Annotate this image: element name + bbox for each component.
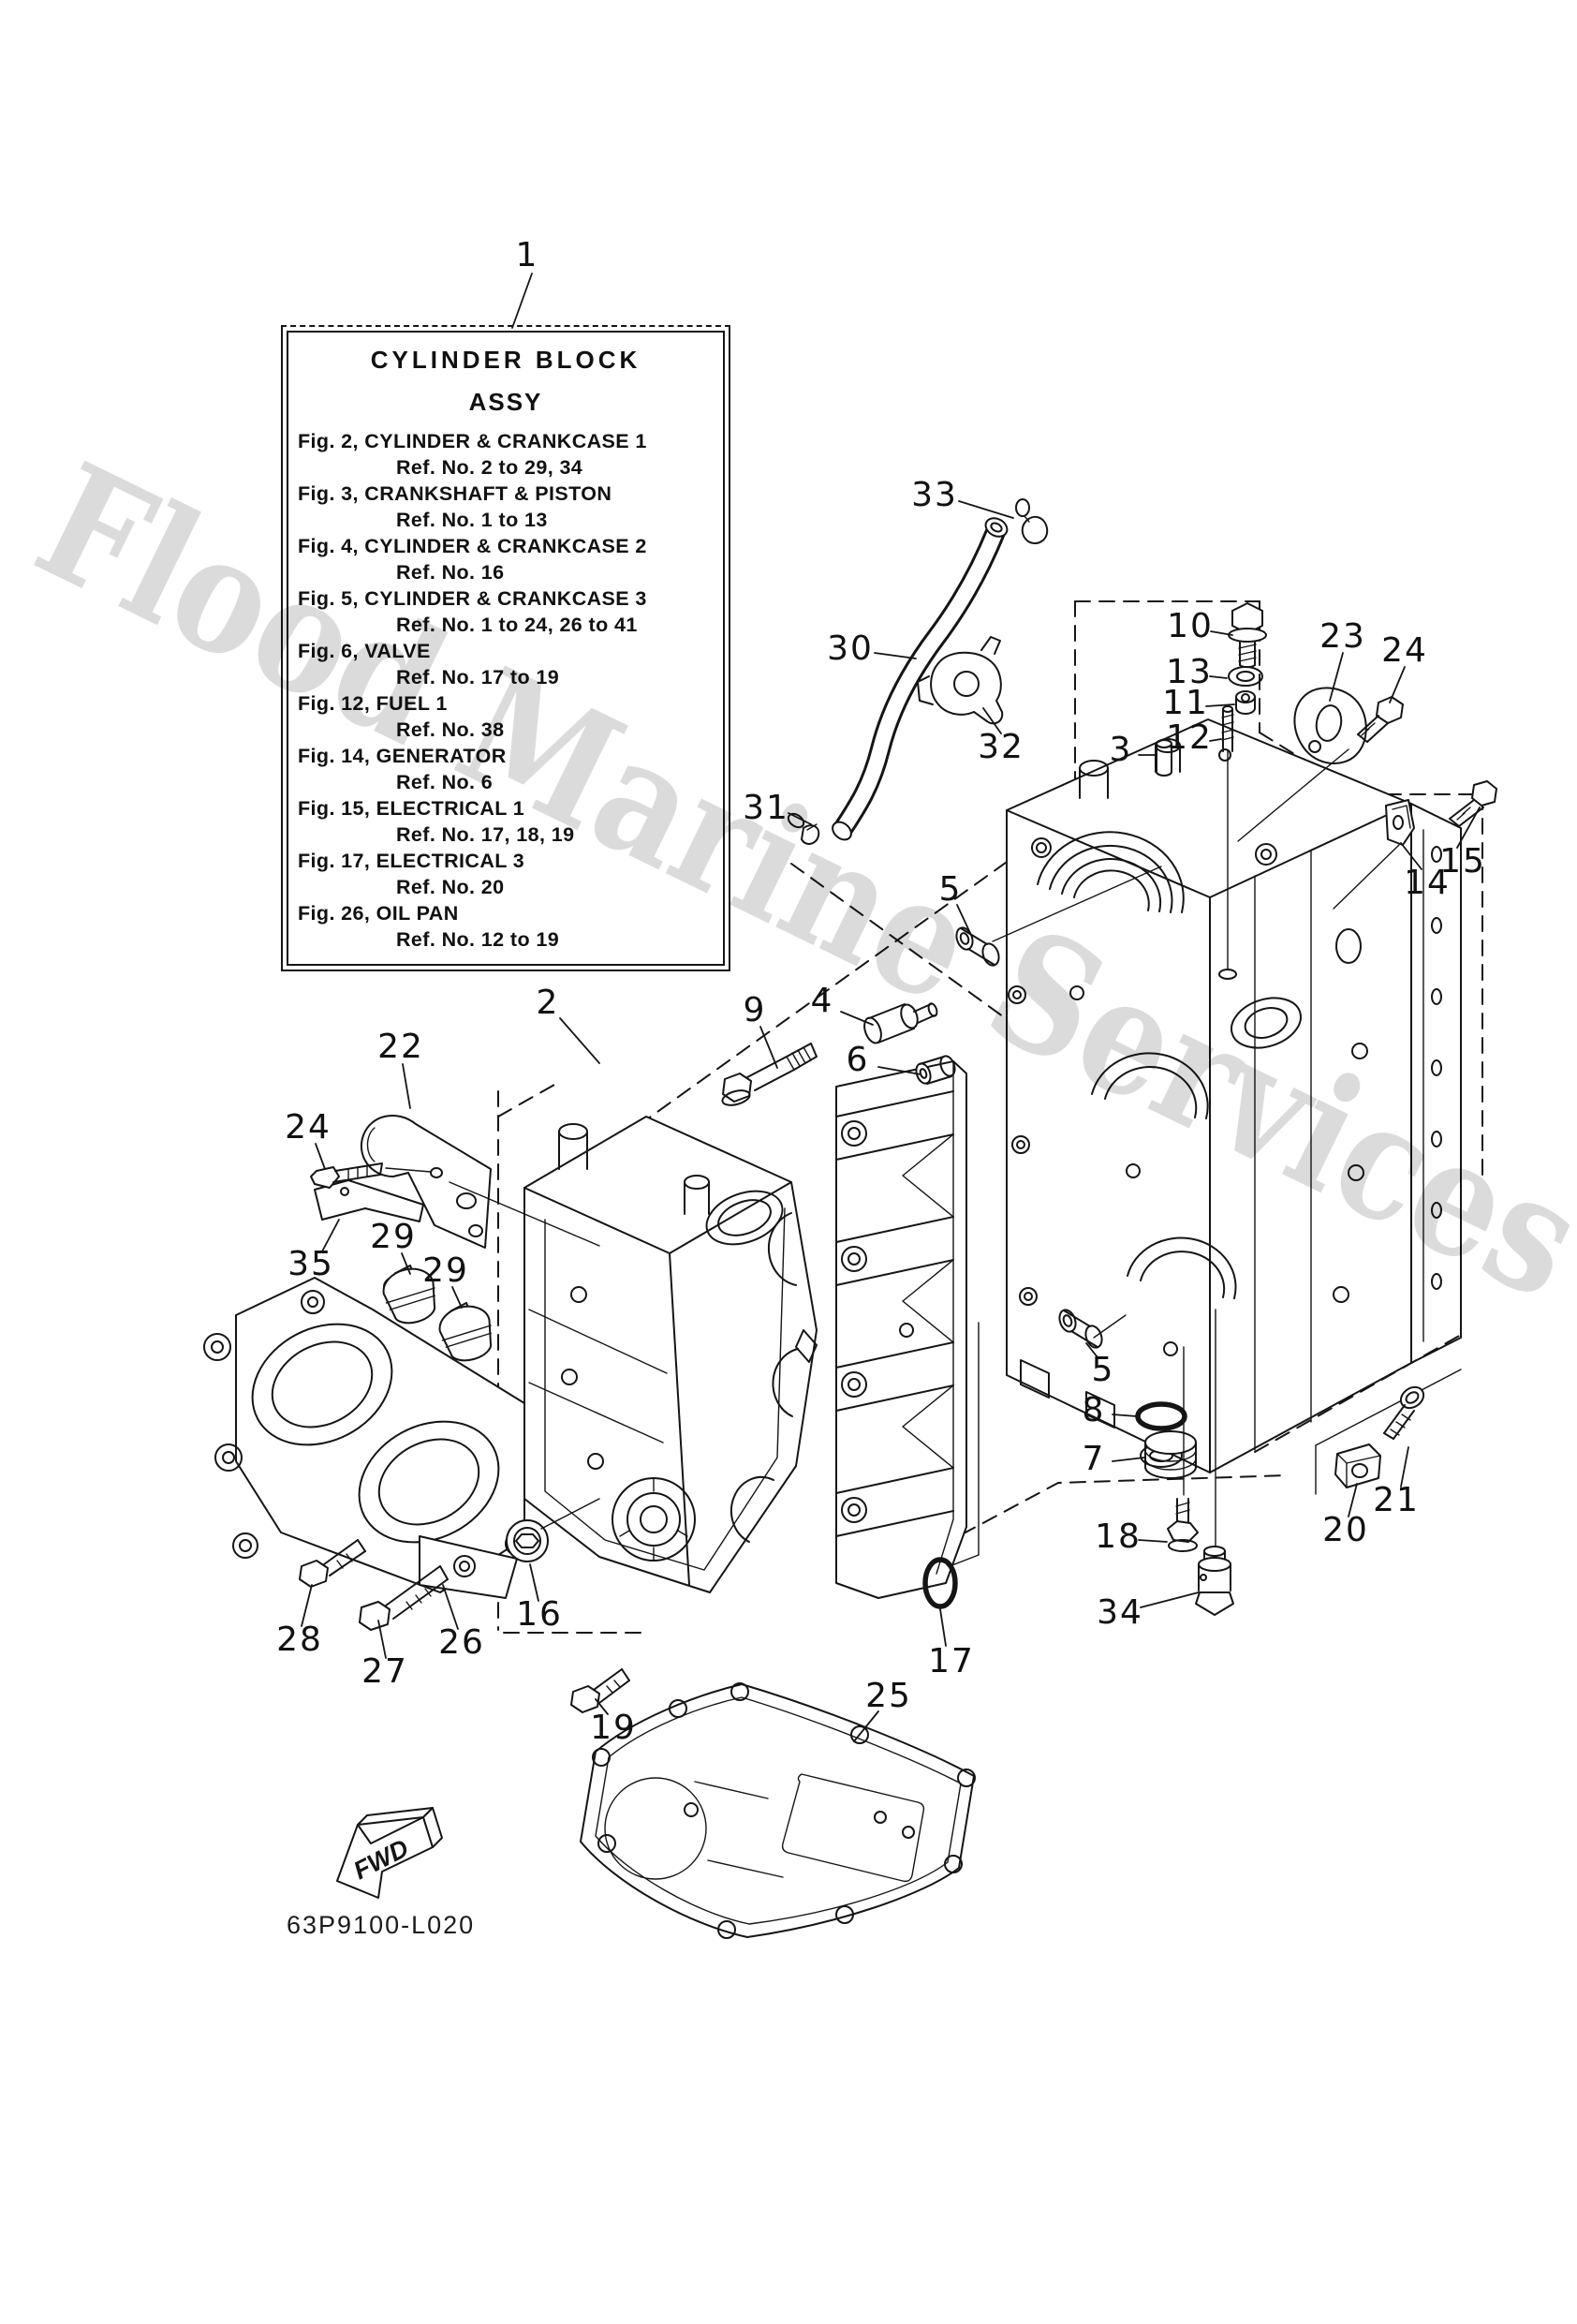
callout-7: 7: [1083, 1440, 1106, 1478]
callout-3: 3: [1110, 731, 1133, 769]
callout-24-left: 24: [285, 1108, 332, 1147]
callout-33: 33: [911, 476, 958, 514]
callout-9: 9: [744, 991, 767, 1029]
callout-25: 25: [865, 1677, 912, 1715]
fig-entry: Fig. 5, CYLINDER & CRANKCASE 3: [298, 587, 647, 610]
callout-5-upper: 5: [939, 870, 963, 909]
pipe-clip-drawing: [1015, 498, 1049, 545]
fig-entry: Fig. 26, OIL PAN: [298, 902, 459, 925]
cap-drawing: [382, 1264, 436, 1325]
ref-entry: Ref. No. 2 to 29, 34: [396, 456, 583, 479]
callout-30: 30: [827, 629, 874, 668]
ref-entry: Ref. No. 20: [396, 876, 505, 898]
fig-entry: Fig. 14, GENERATOR: [298, 745, 507, 767]
fwd-arrow: FWD: [336, 1807, 443, 1899]
fig-entry: Fig. 2, CYLINDER & CRANKCASE 1: [298, 430, 647, 452]
callout-18: 18: [1095, 1517, 1142, 1556]
callout-26: 26: [438, 1623, 485, 1662]
gasket-drawing: [580, 1682, 976, 1939]
callout-19: 19: [590, 1709, 637, 1747]
canister-assembly-drawing: [203, 1277, 529, 1599]
callout-31: 31: [743, 789, 789, 827]
callout-21: 21: [1373, 1481, 1420, 1519]
small-clip-drawing: [787, 812, 820, 845]
drawing-code: 63P9100-L020: [287, 1911, 475, 1939]
oil-pipe-drawing: [832, 517, 1009, 841]
callout-8: 8: [1083, 1391, 1106, 1429]
panel-corner-lines: [1315, 1369, 1462, 1495]
box-title: CYLINDER BLOCK: [370, 346, 641, 374]
callout-1: 1: [516, 236, 539, 274]
callout-17: 17: [928, 1642, 975, 1680]
callout-20: 20: [1322, 1511, 1369, 1549]
callout-6: 6: [847, 1041, 870, 1079]
callout-23: 23: [1319, 617, 1366, 656]
callout-4: 4: [811, 982, 834, 1020]
ref-entry: Ref. No. 1 to 13: [396, 509, 548, 531]
ref-entry: Ref. No. 17, 18, 19: [396, 823, 575, 846]
callout-15: 15: [1439, 842, 1486, 881]
callout-22: 22: [377, 1028, 424, 1066]
ref-entry: Ref. No. 38: [396, 718, 505, 741]
cylinder-body-drawing: [523, 1116, 818, 1593]
fig-entry: Fig. 17, ELECTRICAL 3: [298, 850, 525, 872]
callout-5-lower: 5: [1092, 1351, 1115, 1389]
intake-plate-drawing: [835, 1060, 967, 1599]
cap-drawing: [438, 1301, 493, 1362]
fig-entry: Fig. 15, ELECTRICAL 1: [298, 797, 525, 820]
callout-29-b: 29: [422, 1251, 469, 1290]
info-box-inner-border: CYLINDER BLOCK ASSY Fig. 2, CYLINDER & C…: [287, 331, 725, 966]
callout-16: 16: [516, 1595, 563, 1634]
ref-entry: Ref. No. 16: [396, 561, 505, 584]
fig-entry: Fig. 3, CRANKSHAFT & PISTON: [298, 482, 612, 505]
box-subtitle: ASSY: [468, 388, 543, 416]
hose-clamp-drawing: [917, 636, 1004, 725]
callout-27: 27: [361, 1652, 408, 1691]
main-cylinder-block-drawing: [1006, 718, 1462, 1473]
callout-11: 11: [1162, 684, 1209, 722]
callout-13: 13: [1166, 653, 1213, 691]
ref-entry: Ref. No. 12 to 19: [396, 928, 560, 951]
ref-entry: Ref. No. 1 to 24, 26 to 41: [396, 614, 638, 636]
fig-entry: Fig. 12, FUEL 1: [298, 692, 448, 715]
callout-2: 2: [537, 984, 560, 1022]
fig-entry: Fig. 4, CYLINDER & CRANKCASE 2: [298, 535, 647, 557]
callout-35: 35: [287, 1245, 334, 1283]
ref-entry: Ref. No. 17 to 19: [396, 666, 560, 688]
callout-28: 28: [276, 1621, 323, 1659]
callout-14: 14: [1404, 864, 1451, 902]
callout-29-a: 29: [370, 1218, 417, 1256]
leader-lines: [301, 273, 1481, 1742]
callout-32: 32: [978, 728, 1024, 766]
callout-10: 10: [1167, 607, 1214, 645]
callout-12: 12: [1166, 718, 1213, 757]
ref-entry: Ref. No. 6: [396, 771, 494, 793]
cylinder-block-assy-info-box: CYLINDER BLOCK ASSY Fig. 2, CYLINDER & C…: [281, 325, 730, 971]
callout-24-right: 24: [1381, 631, 1428, 670]
callout-numbers: 1 33 30 10 13 11 12 3 32 23 24 31 15 14 …: [276, 236, 1486, 1747]
bracket-drawing: [361, 1115, 600, 1249]
callout-34: 34: [1097, 1593, 1143, 1632]
fig-entry: Fig. 6, VALVE: [298, 640, 431, 662]
hardware-parts-drawing: [299, 602, 1497, 1713]
